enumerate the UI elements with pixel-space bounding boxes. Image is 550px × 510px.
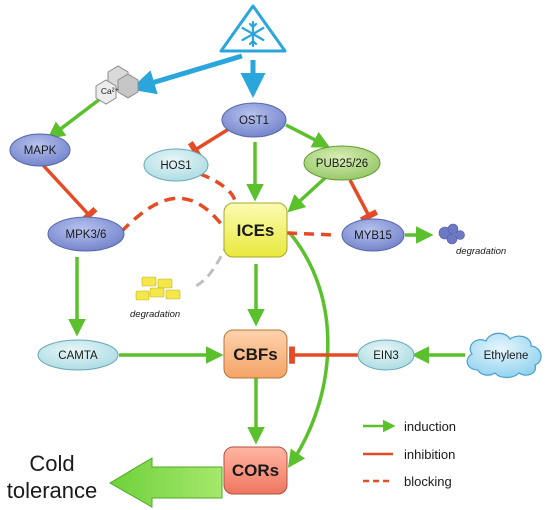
pub-node: PUB25/26 (303, 145, 381, 181)
cors-label: CORs (232, 461, 279, 480)
mpk-label: MPK3/6 (66, 229, 107, 241)
edge-mapk-inhibits-mpk (40, 162, 98, 224)
mapk-node: MAPK (9, 133, 71, 167)
hos1-node: HOS1 (143, 148, 209, 182)
edge-ost1-to-pub (285, 123, 331, 148)
cold-tolerance-line2: tolerance (7, 478, 98, 503)
legend-induction: induction (363, 419, 456, 434)
edge-ices-to-cors (287, 230, 330, 468)
ein3-node: EIN3 (357, 339, 415, 371)
ethylene-cloud-shape (466, 332, 542, 379)
legend-blocking-label: blocking (404, 474, 452, 489)
legend-blocking: blocking (363, 474, 452, 489)
degradation-label-myb15: degradation (456, 246, 506, 257)
cbfs-label: CBFs (233, 345, 277, 364)
ethylene-node: Ethylene (466, 332, 542, 379)
mpk-node: MPK3/6 (47, 216, 125, 252)
pub-label: PUB25/26 (316, 158, 368, 170)
calcium-hexagon-mid (117, 73, 139, 99)
legend-inhibition: inhibition (363, 447, 455, 462)
edge-ost1-inhibits-hos1 (187, 125, 233, 159)
edge-calcium-to-mapk (47, 97, 102, 140)
edge-ices-blocks-degradation (191, 242, 230, 290)
legend: induction inhibition blocking (363, 419, 456, 489)
ethylene-label: Ethylene (484, 350, 529, 362)
cold-tolerance-arrow (109, 457, 223, 508)
cold-stimulus (219, 4, 287, 53)
legend-induction-label: induction (404, 419, 456, 434)
mapk-label: MAPK (24, 145, 57, 157)
degraded-blocks-icon (135, 276, 181, 301)
ices-label: ICEs (237, 221, 275, 240)
ost1-node: OST1 (221, 102, 287, 138)
myb15-label: MYB15 (354, 230, 392, 242)
ost1-label: OST1 (239, 115, 269, 127)
degraded-protein-icon (438, 223, 465, 245)
edge-hos1-blocks-ices (199, 172, 237, 206)
edges (40, 53, 465, 508)
calcium-hexagon-front (95, 79, 117, 105)
ein3-label: EIN3 (373, 350, 399, 362)
hos1-label: HOS1 (160, 160, 191, 172)
snowflake-icon (241, 20, 265, 48)
myb15-node: MYB15 (341, 218, 405, 252)
edge-cold-to-calcium (130, 53, 243, 95)
camta-node: CAMTA (37, 339, 119, 371)
calcium-label: Ca²⁺ (101, 86, 120, 96)
cors-node: CORs (223, 446, 288, 495)
cbfs-node: CBFs (223, 329, 288, 379)
cold-tolerance-line1: Cold (29, 451, 74, 476)
calcium-node: Ca²⁺ (95, 65, 139, 105)
edge-ices-blocks-myb15 (286, 231, 336, 237)
camta-label: CAMTA (58, 350, 98, 362)
edge-pub-to-ices (287, 176, 327, 213)
legend-inhibition-label: inhibition (404, 447, 455, 462)
edge-pub-inhibits-myb15 (348, 179, 379, 223)
ices-node: ICEs (223, 202, 288, 258)
edge-mpk-blocks-ices (119, 196, 224, 234)
degradation-label-hos1: degradation (130, 309, 180, 320)
